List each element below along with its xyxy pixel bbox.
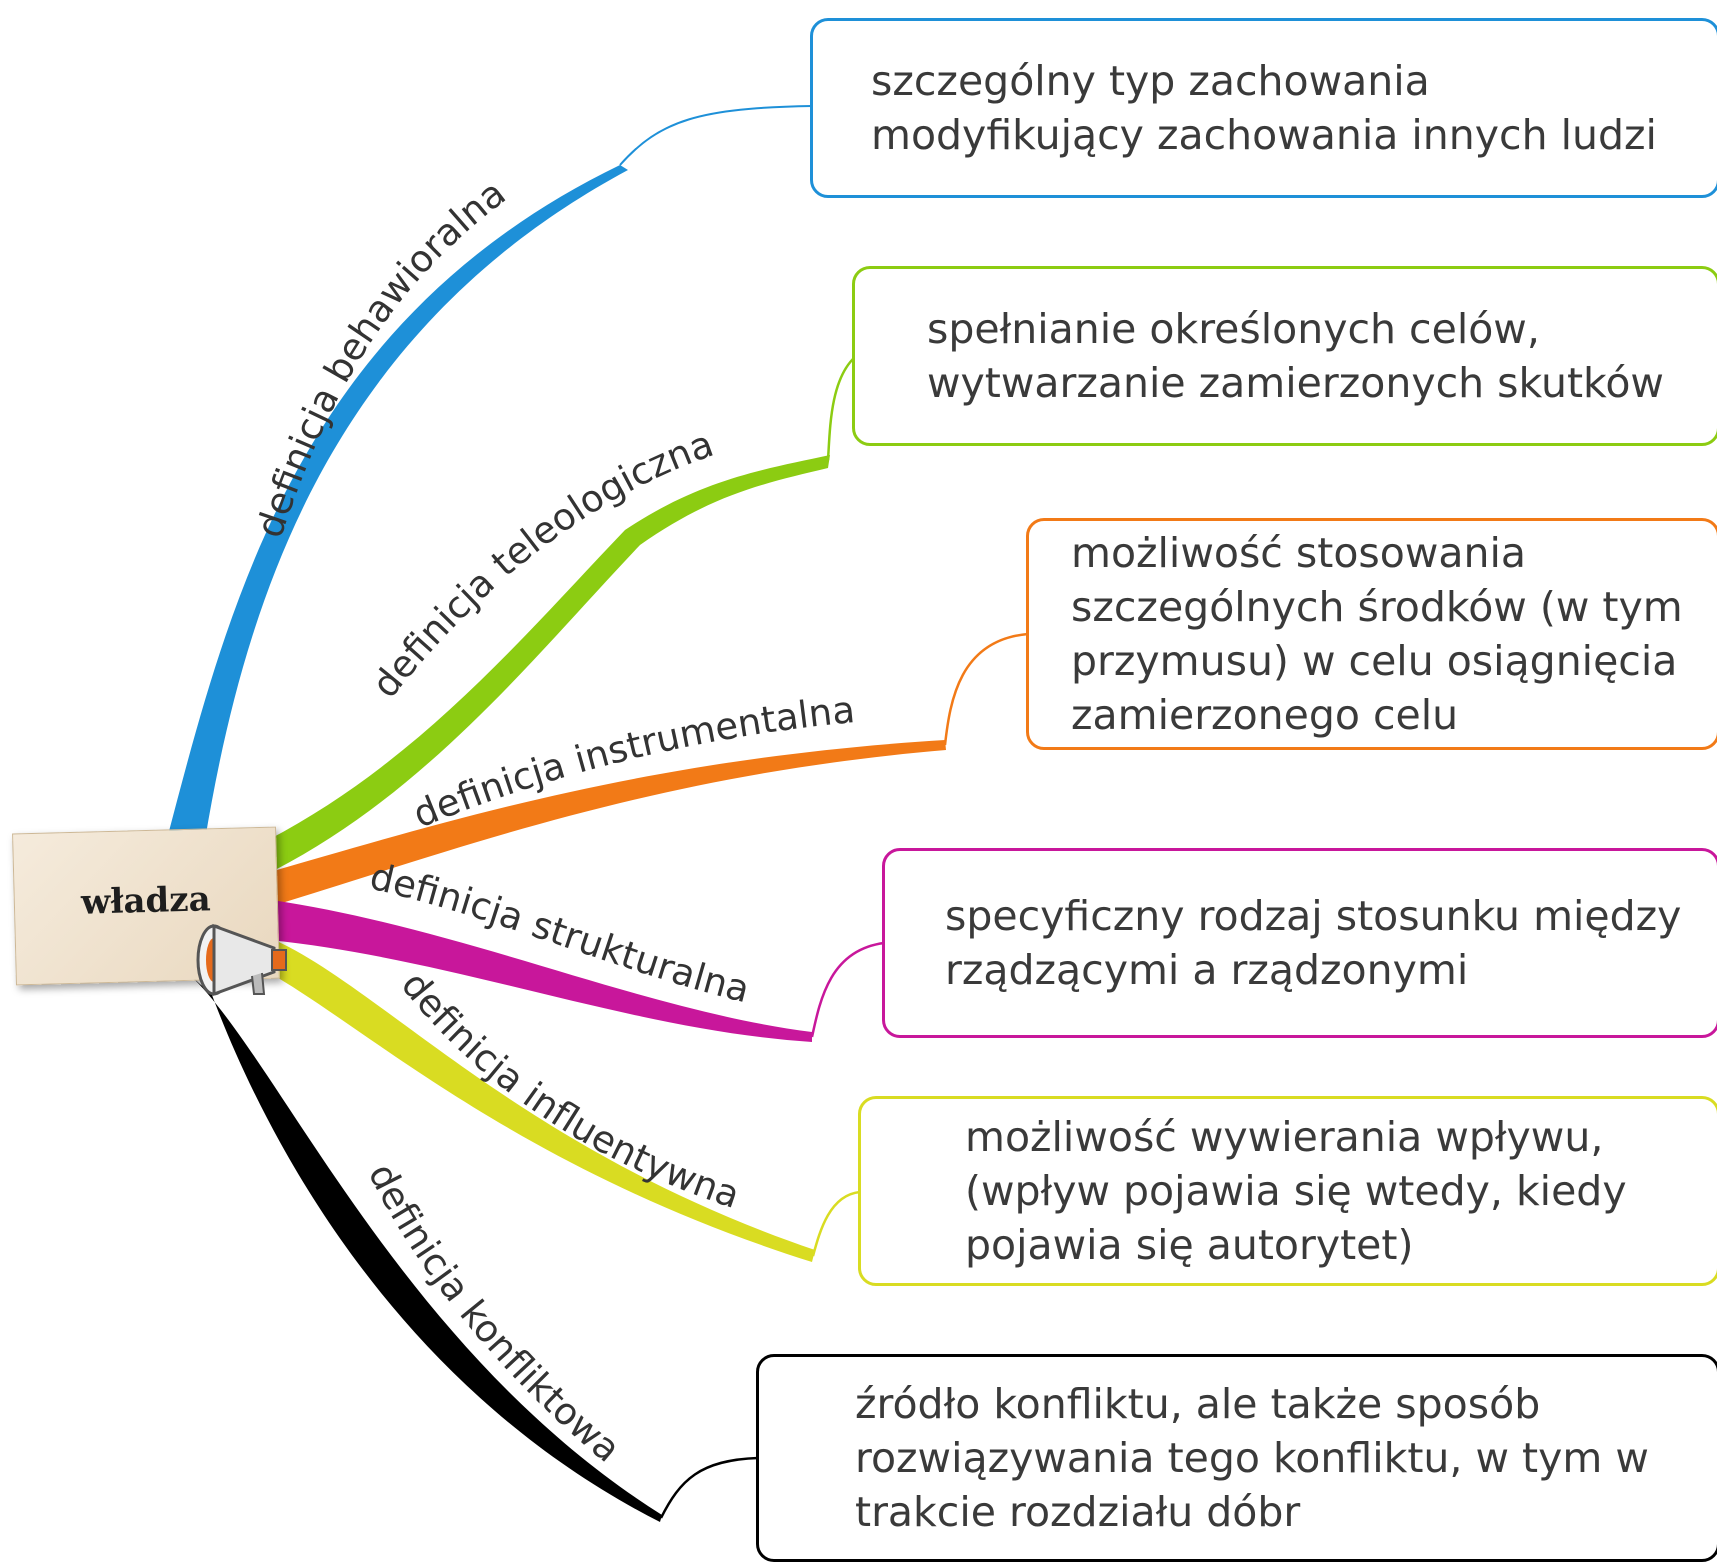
branch-teleologiczna	[268, 455, 830, 870]
branch-strukturalna	[270, 900, 812, 1042]
connector-strukturalna	[810, 941, 885, 1038]
definition-line: spełnianie określonych celów,	[927, 305, 1540, 353]
definition-box-konfliktowa[interactable]: źródło konfliktu, ale także sposób rozwi…	[756, 1354, 1717, 1562]
connector-konfliktowa	[659, 1456, 759, 1519]
definition-line: (wpływ pojawia się wtedy, kiedy	[965, 1167, 1627, 1215]
definition-box-teleologiczna[interactable]: spełnianie określonych celów, wytwarzani…	[852, 266, 1717, 446]
branch-label-4: definicja influentywna	[393, 964, 745, 1217]
connector-influentywna	[811, 1190, 861, 1257]
connector-behawioralna	[619, 105, 813, 166]
definition-box-instrumentalna[interactable]: możliwość stosowania szczególnych środkó…	[1026, 518, 1717, 750]
connector-teleologiczna	[826, 356, 856, 461]
svg-text:definicja teleologiczna: definicja teleologiczna	[364, 422, 719, 706]
definition-line: możliwość stosowania	[1071, 529, 1527, 577]
megaphone-icon	[196, 923, 287, 997]
branch-influentywna	[268, 938, 815, 1262]
definition-line: źródło konfliktu, ale także sposób	[855, 1380, 1541, 1428]
branch-instrumentalna	[270, 740, 946, 906]
definition-box-influentywna[interactable]: możliwość wywierania wpływu, (wpływ poja…	[858, 1096, 1717, 1286]
svg-text:definicja influentywna: definicja influentywna	[393, 964, 745, 1217]
definition-line: zamierzonego celu	[1071, 691, 1459, 739]
definition-box-strukturalna[interactable]: specyficzny rodzaj stosunku między rządz…	[882, 848, 1717, 1038]
definition-line: rządzącymi a rządzonymi	[945, 946, 1469, 994]
definition-line: przymusu) w celu osiągnięcia	[1071, 637, 1678, 685]
definition-line: specyficzny rodzaj stosunku między	[945, 892, 1682, 940]
definition-line: pojawia się autorytet)	[965, 1221, 1414, 1269]
definition-line: możliwość wywierania wpływu,	[965, 1113, 1604, 1161]
definition-line: modyfikujący zachowania innych ludzi	[871, 111, 1657, 159]
branch-label-1: definicja teleologiczna	[364, 422, 719, 706]
definition-line: trakcie rozdziału dóbr	[855, 1488, 1301, 1536]
definition-line: szczególny typ zachowania	[871, 57, 1430, 105]
connector-instrumentalna	[943, 632, 1029, 746]
definition-line: szczególnych środków (w tym	[1071, 583, 1683, 631]
definition-box-behawioralna[interactable]: szczególny typ zachowania modyfikujący z…	[810, 18, 1717, 198]
branch-behawioralna	[168, 165, 628, 840]
definition-line: rozwiązywania tego konfliktu, w tym w	[855, 1434, 1649, 1482]
definition-line: wytwarzanie zamierzonych skutków	[927, 359, 1664, 407]
